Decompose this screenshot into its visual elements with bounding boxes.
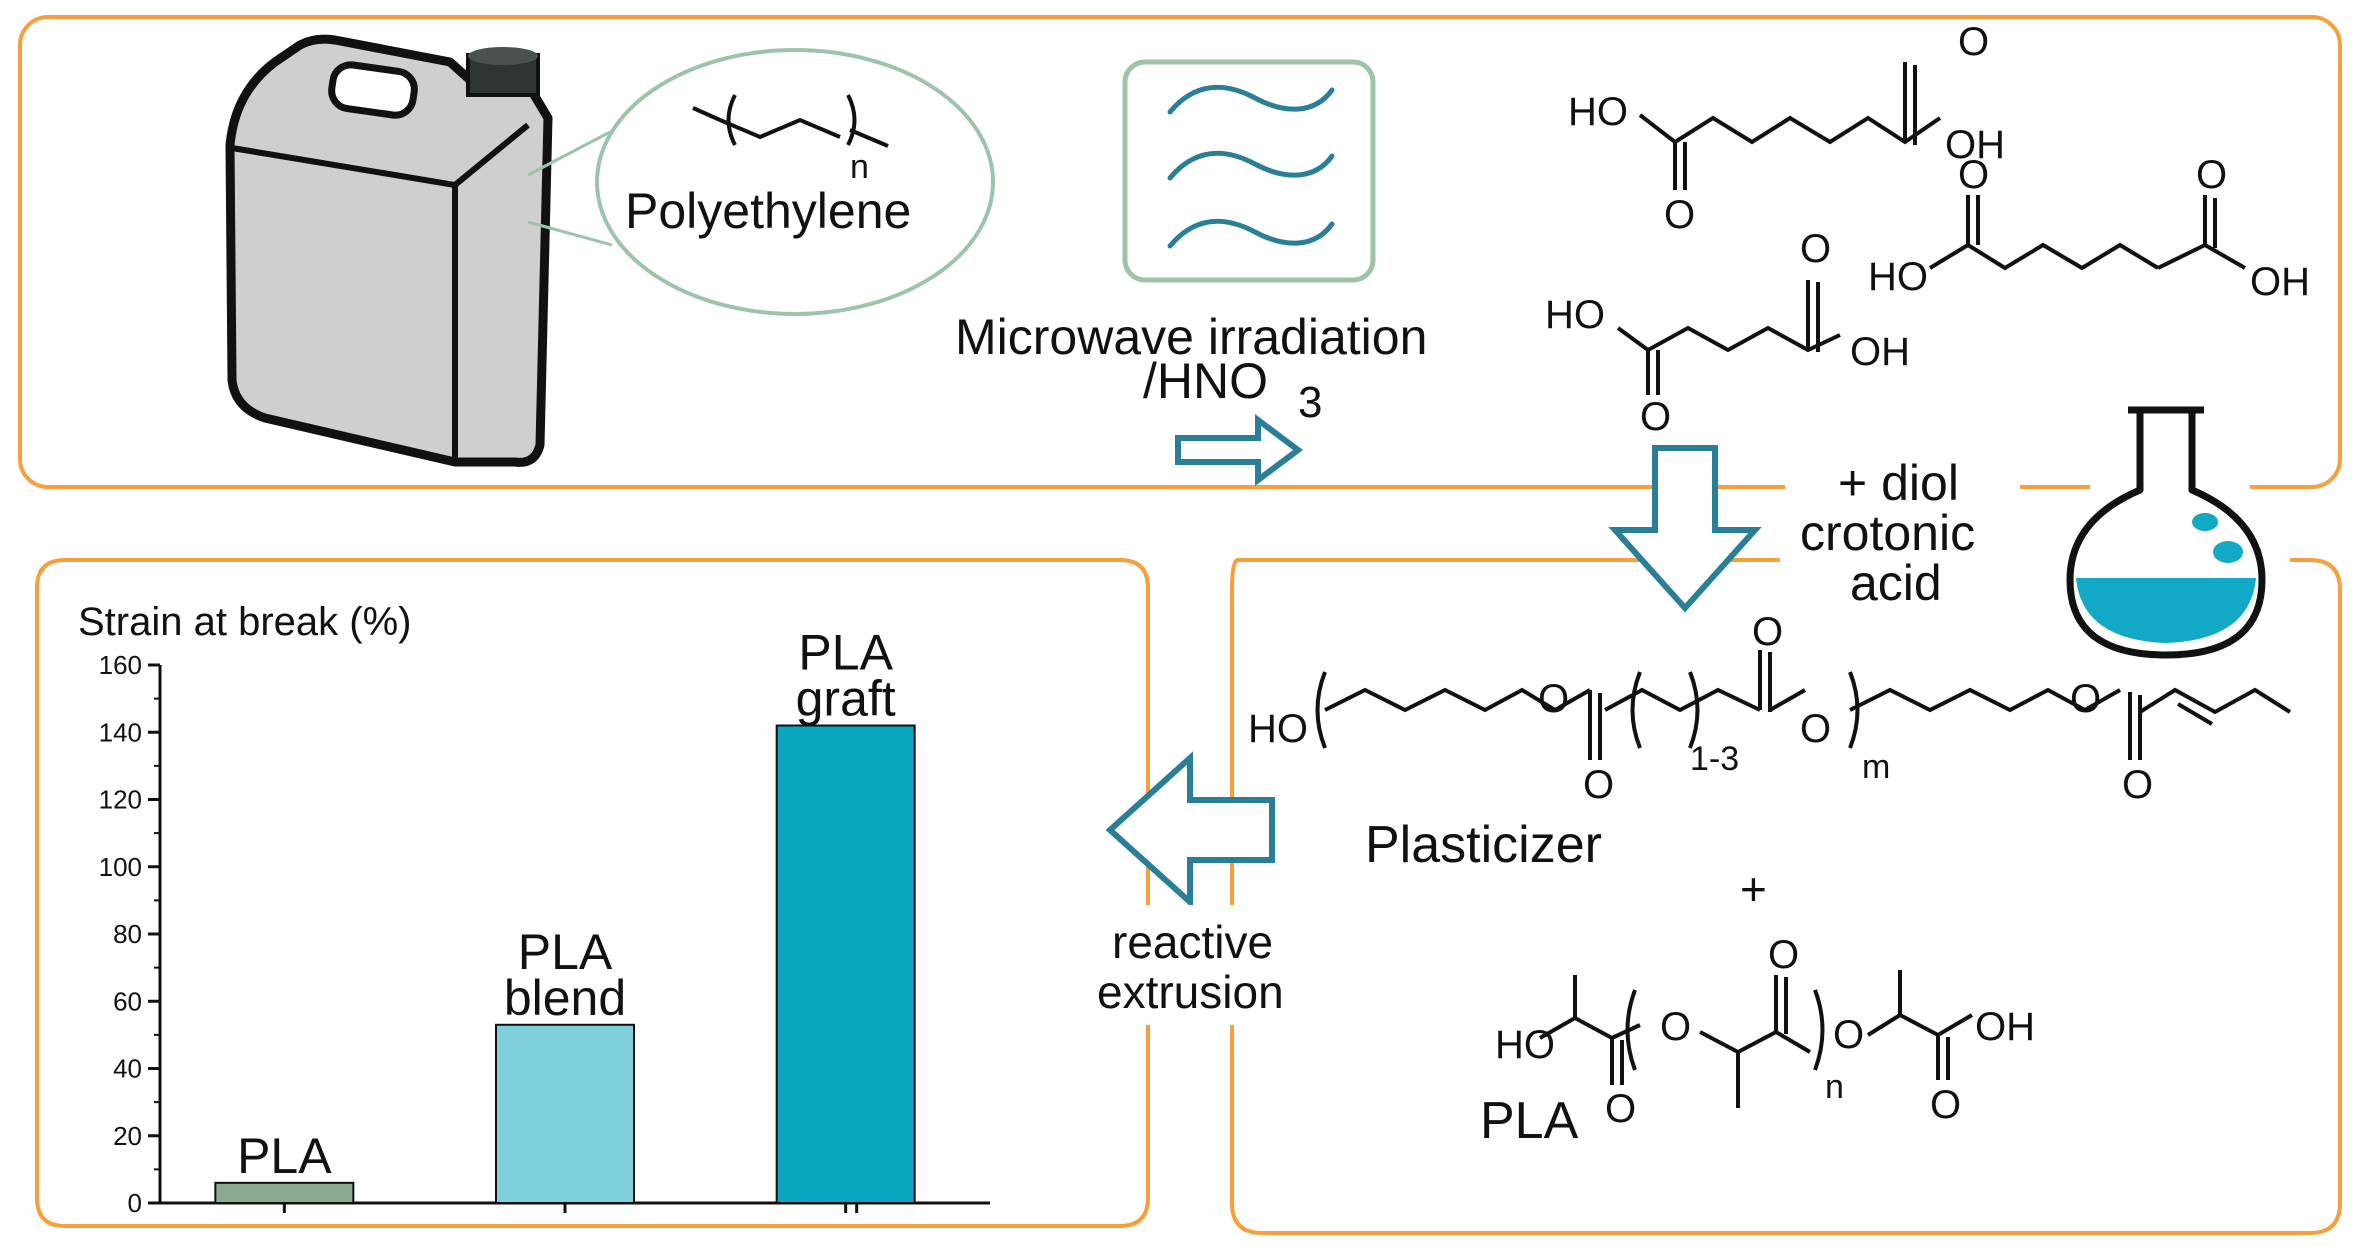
bar-label: PLA <box>518 924 613 980</box>
bar-label: blend <box>504 970 626 1026</box>
callout-line-lower <box>527 220 613 247</box>
diacid-3-o-bottom: O <box>1640 395 1671 439</box>
pla-o-carbonyl3: O <box>1930 1083 1961 1127</box>
plasticizer-label: Plasticizer <box>1365 816 1602 874</box>
reagent-label-line1: + diol <box>1838 455 1959 511</box>
right-bottom-panel-frame <box>1230 558 2342 1235</box>
diacid-3-oh: OH <box>1850 330 1910 374</box>
diacid-2-oh: OH <box>2250 260 2310 304</box>
polyethylene-label: Polyethylene <box>625 183 911 239</box>
y-tick-label: 80 <box>113 919 142 949</box>
y-tick-label: 140 <box>99 717 142 747</box>
diacid-3-ho: HO <box>1545 293 1605 337</box>
reagent-label-line3: acid <box>1850 555 1942 611</box>
diacid-1-o-bottom: O <box>1664 193 1695 237</box>
callout-line-upper <box>527 130 611 177</box>
diacid-structure-2 <box>1928 195 2246 271</box>
y-tick-label: 120 <box>99 785 142 815</box>
plasticizer-structure <box>1315 650 2292 760</box>
extrusion-label-line1: reactive <box>1112 916 1273 968</box>
jerry-can-icon <box>225 34 553 467</box>
down-arrow-icon <box>1608 445 1762 613</box>
pla-oh: OH <box>1975 1005 2035 1049</box>
plasticizer-o-carbonyl2: O <box>1752 610 1783 654</box>
process-label-line2: /HNO <box>1143 353 1268 409</box>
diacid-1-ho: HO <box>1568 90 1628 134</box>
pla-subscript-n: n <box>1825 1068 1844 1106</box>
bar-label: graft <box>796 671 896 727</box>
polyethylene-structure <box>692 94 889 148</box>
bar-label: PLA <box>237 1128 332 1184</box>
pla-o-carbonyl2: O <box>1768 933 1799 977</box>
diacid-3-o-top: O <box>1800 227 1831 271</box>
polyethylene-callout <box>595 48 995 316</box>
microwave-icon <box>1122 59 1376 283</box>
diacid-1-oh: OH <box>1945 123 2005 167</box>
bar-pla-graft <box>775 724 916 1205</box>
y-tick-label: 60 <box>113 986 142 1016</box>
diacid-2-o-left: O <box>1958 153 1989 197</box>
plus-sign: + <box>1740 863 1767 915</box>
process-label-line1: Microwave irradiation <box>955 309 1427 365</box>
pla-structure <box>1539 970 1974 1108</box>
diacid-structure-1 <box>1638 62 1942 190</box>
bar-pla-blend <box>495 1023 635 1204</box>
plasticizer-o-ester3: O <box>2070 677 2101 721</box>
plasticizer-ho: HO <box>1248 707 1308 751</box>
reagent-label-line2: crotonic <box>1800 505 1975 561</box>
pla-o-carbonyl1: O <box>1605 1087 1636 1131</box>
y-tick-label: 40 <box>113 1054 142 1084</box>
pla-o-ester1: O <box>1660 1005 1691 1049</box>
process-label-subscript: 3 <box>1298 378 1322 427</box>
left-arrow-icon <box>1105 751 1275 909</box>
polyethylene-subscript-n: n <box>850 148 869 186</box>
plasticizer-subscript-1-3: 1-3 <box>1690 740 1739 778</box>
pla-o-ester2: O <box>1833 1013 1864 1057</box>
plasticizer-o-carbonyl1: O <box>1583 763 1614 807</box>
left-bottom-panel-frame <box>35 558 1150 1228</box>
diacid-2-ho: HO <box>1868 255 1928 299</box>
bar-pla <box>214 1181 355 1204</box>
extrusion-label-backing <box>1095 905 1310 1025</box>
diacid-1-o-top: O <box>1958 20 1989 64</box>
y-tick-label: 20 <box>113 1121 142 1151</box>
microwave-arrow-icon <box>1175 414 1303 486</box>
reagent-label-backing <box>1785 455 2020 610</box>
chart-title: Strain at break (%) <box>78 600 411 644</box>
y-tick-label: 160 <box>99 650 142 680</box>
diacid-2-o-right: O <box>2196 153 2227 197</box>
diacid-structure-3 <box>1616 280 1841 395</box>
pla-ho: HO <box>1495 1023 1555 1067</box>
y-tick-label: 100 <box>99 852 142 882</box>
flask-icon <box>2066 406 2266 659</box>
extrusion-label-line2: extrusion <box>1097 966 1284 1018</box>
plasticizer-o-ester2: O <box>1800 707 1831 751</box>
top-panel-frame <box>18 15 2342 489</box>
plasticizer-o-ester1: O <box>1538 677 1569 721</box>
y-tick-label: 0 <box>128 1188 142 1218</box>
bar-label: PLA <box>798 625 893 681</box>
plasticizer-o-carbonyl3: O <box>2122 763 2153 807</box>
plasticizer-subscript-m: m <box>1862 748 1890 786</box>
pla-label: PLA <box>1480 1092 1579 1150</box>
